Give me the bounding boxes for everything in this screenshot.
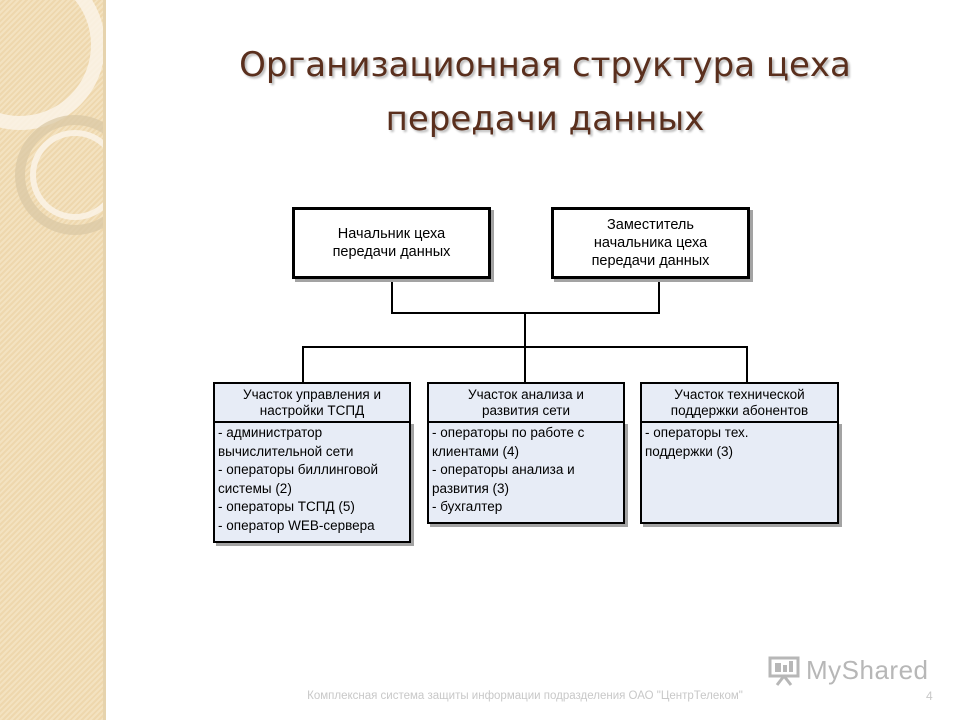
box-line: передачи данных [332,244,451,260]
box-deputy-head: Заместитель начальника цеха передачи дан… [551,207,750,279]
unit-header-line: Участок анализа и [468,386,584,402]
unit-header-line: Участок управления и [243,386,381,402]
connector-unit-1 [302,346,304,383]
unit-item: - операторы по работе с [432,425,585,440]
unit-item: - операторы тех. [645,425,749,440]
unit-item: - операторы биллинговой [218,462,379,477]
unit-item: - бухгалтер [432,499,503,514]
slide-footer: Комплексная система защиты информации по… [307,690,743,702]
box-head-of-department: Начальник цеха передачи данных [292,207,491,279]
connector-unit-3 [746,346,748,383]
box-line: Заместитель [607,217,694,233]
unit-header-line: Участок технической [674,386,805,402]
connector-unit-2 [524,346,526,383]
unit-item: вычислительной сети [218,443,354,459]
unit-item: - операторы анализа и [432,462,575,477]
box-line: начальника цеха [593,235,708,251]
unit-item: - операторы ТСПД (5) [218,499,355,514]
decorative-sidebar [0,0,103,720]
unit-item: - оператор WEB-сервера [218,517,375,533]
slide-title: Организационная структура цеха передачи … [130,38,960,146]
decorative-circles-icon [0,0,103,235]
connector-center-down [524,312,526,348]
unit-analysis-header: Участок анализа и развития сети [427,382,625,423]
unit-item: клиентами (4) [432,443,520,459]
connector-right-down [658,276,660,314]
watermark-text: MyShared [806,655,929,685]
page-number: 4 [926,689,933,703]
watermark-logo: MyShared [768,655,929,686]
unit-item: поддержки (3) [645,443,734,459]
unit-analysis-body: - операторы по работе с клиентами (4) - … [427,421,625,524]
title-line-1: Организационная структура цеха [239,45,851,85]
unit-header-line: развития сети [481,402,571,418]
unit-support-body: - операторы тех. поддержки (3) [640,421,839,524]
connector-left-down [391,276,393,314]
unit-management-header: Участок управления и настройки ТСПД [213,382,411,423]
presentation-icon [768,656,800,686]
unit-header-line: настройки ТСПД [259,402,365,418]
title-line-2: передачи данных [385,99,705,139]
box-line: передачи данных [591,253,710,269]
box-line: Начальник цеха [337,226,446,242]
unit-header-line: поддержки абонентов [670,402,809,418]
unit-item: системы (2) [218,480,292,496]
unit-item: развития (3) [432,480,510,496]
sidebar-edge [103,0,106,720]
unit-item: - администратор [218,425,323,440]
unit-support-header: Участок технической поддержки абонентов [640,382,839,423]
unit-management-body: - администратор вычислительной сети - оп… [213,421,411,543]
